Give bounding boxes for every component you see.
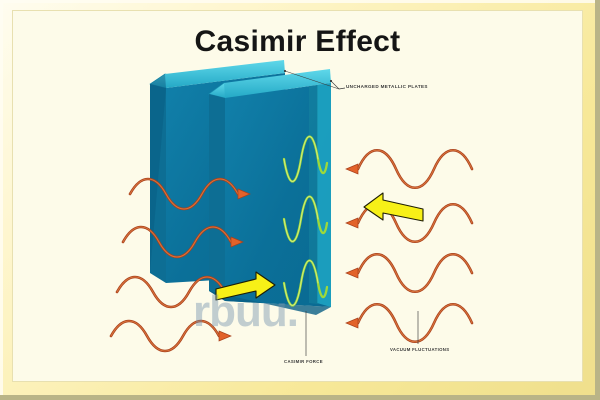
leader-plates-stem: [338, 87, 346, 90]
label-uncharged-metallic-plates: UNCHARGED METALLIC PLATES: [346, 84, 428, 89]
border-edge-bottom: [0, 395, 600, 400]
leader-plates-front: [330, 80, 340, 90]
label-casimir-force: CASIMIR FORCE: [284, 359, 323, 364]
leader-lines: [284, 70, 419, 356]
standing-waves-inner: [283, 136, 319, 306]
plate-front: [208, 69, 331, 315]
diagram-canvas: Casimir Effect: [12, 10, 583, 382]
border-highlight-top: [0, 0, 600, 3]
force-arrow-right: [215, 271, 276, 301]
leader-dots: [283, 69, 333, 83]
figure-title: Casimir Effect: [194, 25, 401, 58]
leader-plates-back: [284, 70, 340, 90]
border-edge-right: [595, 0, 600, 400]
border-highlight-left: [0, 0, 3, 400]
external-waves-right: [345, 149, 474, 343]
label-vacuum-fluctuations: VACUUM FLUCTUATIONS: [390, 347, 450, 352]
diagram-svg: [109, 60, 474, 356]
force-arrow-left: [363, 192, 424, 222]
